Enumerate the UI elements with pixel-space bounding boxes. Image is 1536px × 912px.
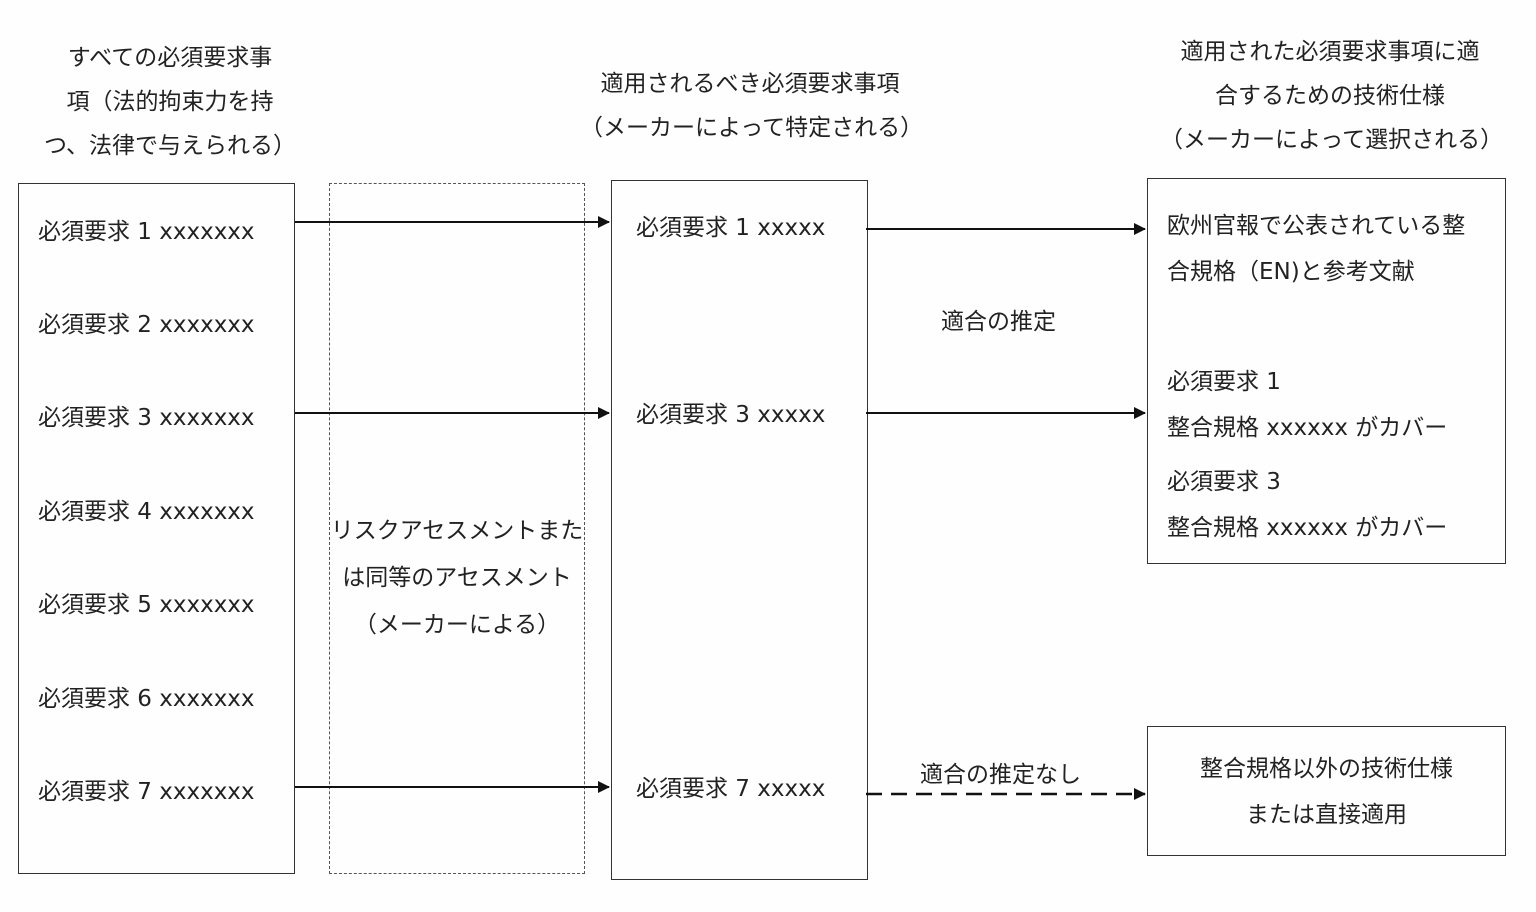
header-all-requirements: すべての必須要求事 項（法的拘束力を持 つ、法律で与えられる）: [20, 36, 320, 168]
all-req-item: 必須要求 7 xxxxxxx: [38, 779, 255, 805]
all-req-item: 必須要求 2 xxxxxxx: [38, 312, 255, 338]
header-line: すべての必須要求事: [67, 45, 273, 71]
applicable-requirements-box: [611, 180, 868, 880]
harmonized-line: 合規格（EN)と参考文献: [1167, 259, 1415, 285]
all-req-item: 必須要求 4 xxxxxxx: [38, 499, 255, 525]
harmonized-line: 整合規格 xxxxxx がカバー: [1167, 415, 1448, 441]
harmonized-line: 必須要求 3: [1167, 469, 1281, 495]
header-applicable-requirements: 適用されるべき必須要求事項 （メーカーによって特定される）: [580, 62, 924, 150]
other-specs-box: [1147, 726, 1506, 856]
header-line: （メーカーによって選択される）: [1160, 127, 1504, 153]
header-line: つ、法律で与えられる）: [43, 133, 297, 159]
header-line: 合するための技術仕様: [1215, 83, 1445, 109]
header-line: （メーカーによって特定される）: [580, 115, 924, 141]
applicable-req-item: 必須要求 1 xxxxx: [636, 215, 826, 241]
no-presumption-label: 適合の推定なし: [920, 762, 1081, 788]
risk-line: （メーカーによる）: [353, 612, 561, 638]
other-specs-label: 整合規格以外の技術仕様 または直接適用: [1148, 746, 1505, 838]
header-line: 適用されるべき必須要求事項: [600, 71, 900, 97]
all-req-item: 必須要求 6 xxxxxxx: [38, 686, 255, 712]
all-req-item: 必須要求 3 xxxxxxx: [38, 405, 255, 431]
header-line: 項（法的拘束力を持: [66, 89, 274, 115]
all-req-item: 必須要求 1 xxxxxxx: [38, 219, 255, 245]
risk-line: は同等のアセスメント: [342, 565, 572, 591]
header-technical-specs: 適用された必須要求事項に適 合するための技術仕様 （メーカーによって選択される）: [1160, 30, 1504, 162]
applicable-req-item: 必須要求 7 xxxxx: [636, 776, 826, 802]
harmonized-standards-box: [1147, 178, 1506, 564]
all-req-item: 必須要求 5 xxxxxxx: [38, 592, 255, 618]
risk-assessment-box: [329, 183, 585, 874]
other-spec-line: 整合規格以外の技術仕様: [1200, 756, 1453, 782]
all-requirements-box: [18, 183, 295, 874]
risk-assessment-label: リスクアセスメントまた は同等のアセスメント （メーカーによる）: [330, 508, 584, 649]
harmonized-line: 必須要求 1: [1167, 369, 1281, 395]
header-line: 適用された必須要求事項に適: [1180, 39, 1480, 65]
harmonized-line: 欧州官報で公表されている整: [1167, 213, 1466, 239]
other-spec-line: または直接適用: [1246, 802, 1407, 828]
presumption-label: 適合の推定: [941, 309, 1056, 335]
applicable-req-item: 必須要求 3 xxxxx: [636, 402, 826, 428]
risk-line: リスクアセスメントまた: [330, 518, 584, 544]
harmonized-line: 整合規格 xxxxxx がカバー: [1167, 515, 1448, 541]
